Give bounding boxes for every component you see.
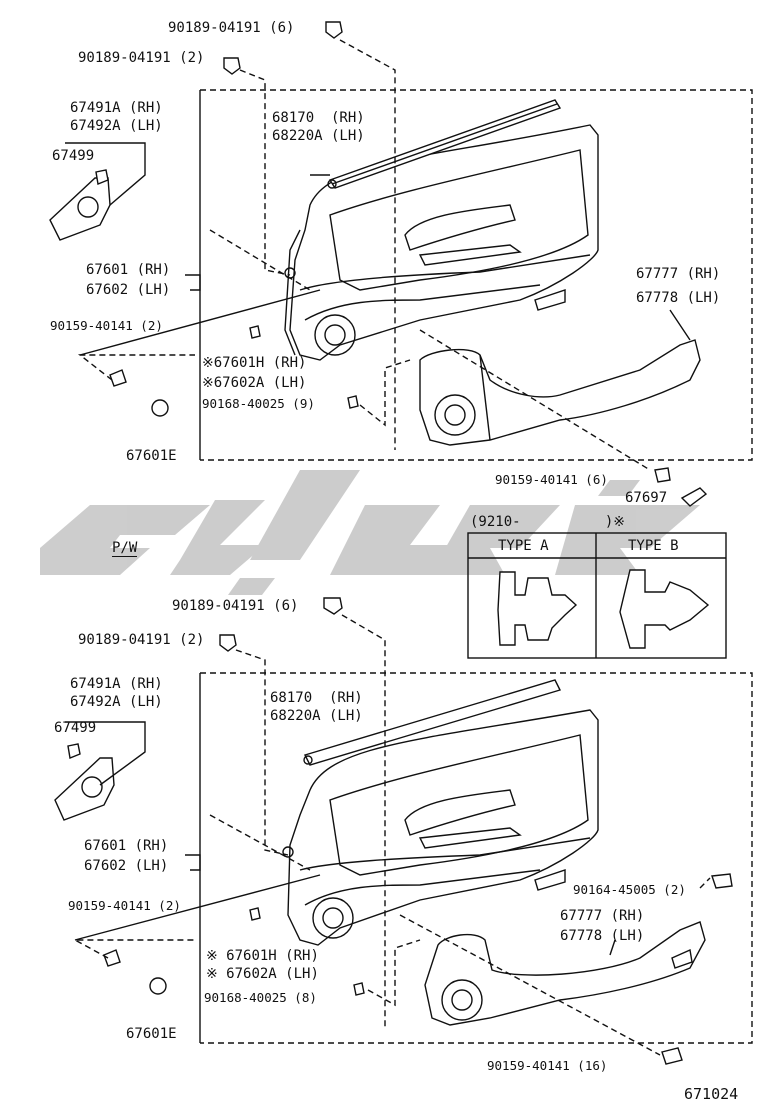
- clip-type-b-label: TYPE B: [628, 538, 679, 554]
- label-armrest-lh: 67778 (LH): [636, 290, 721, 306]
- label-panel-rh-lower: 67601 (RH): [84, 838, 169, 854]
- label-clip-8: 90168-40025 (8): [204, 990, 317, 1005]
- label-cover-lh: 67492A (LH): [70, 118, 163, 134]
- figure-number: 671024: [684, 1085, 739, 1103]
- label-armrest-lh-lower: 67778 (LH): [560, 928, 645, 944]
- label-armrest-rh: 67777 (RH): [636, 266, 721, 282]
- label-sub-lh-lower: ※ 67602A (LH): [206, 966, 319, 982]
- label-pad: 67601E: [126, 448, 177, 464]
- label-clip-9: 90168-40025 (9): [202, 396, 315, 411]
- label-sub-lh: ※67602A (LH): [202, 375, 307, 391]
- label-weatherstrip-lh-lower: 68220A (LH): [270, 708, 363, 724]
- label-cover-pin: 67499: [52, 148, 95, 164]
- label-weatherstrip-rh-lower: 68170 (RH): [270, 690, 363, 706]
- top-assembly: [49, 21, 753, 507]
- label-screw-16: 90159-40141 (16): [487, 1058, 608, 1073]
- label-panel-lh: 67602 (LH): [86, 282, 171, 298]
- label-weatherstrip-lh: 68220A (LH): [272, 128, 365, 144]
- clip-type-a-label: TYPE A: [498, 538, 549, 554]
- label-clip-6: 90189-04191 (6): [168, 20, 295, 36]
- label-screw-2-lower: 90159-40141 (2): [68, 898, 181, 913]
- label-clip-2-lower: 90189-04191 (2): [78, 632, 205, 648]
- label-pw: P/W: [112, 540, 138, 557]
- label-clip-2: 90189-04191 (2): [78, 50, 205, 66]
- bottom-assembly: [54, 597, 753, 1065]
- label-cover-lh-lower: 67492A (LH): [70, 694, 163, 710]
- label-pad-lower: 67601E: [126, 1026, 177, 1042]
- label-screw-6: 90159-40141 (6): [495, 472, 608, 487]
- label-armrest-rh-lower: 67777 (RH): [560, 908, 645, 924]
- label-cover-rh-lower: 67491A (RH): [70, 676, 163, 692]
- label-panel-lh-lower: 67602 (LH): [84, 858, 169, 874]
- label-cover-pin-lower: 67499: [54, 720, 97, 736]
- clip-type-box: [467, 532, 727, 659]
- label-sub-rh: ※67601H (RH): [202, 355, 307, 371]
- label-panel-rh: 67601 (RH): [86, 262, 171, 278]
- label-sub-rh-lower: ※ 67601H (RH): [206, 948, 319, 964]
- clip-box-header: (9210- )※: [470, 514, 626, 530]
- label-clip-6-lower: 90189-04191 (6): [172, 598, 299, 614]
- label-cover-rh: 67491A (RH): [70, 100, 163, 116]
- label-screw-2: 90159-40141 (2): [50, 318, 163, 333]
- label-bolt-2: 90164-45005 (2): [573, 882, 686, 897]
- label-weatherstrip-rh: 68170 (RH): [272, 110, 365, 126]
- label-plug: 67697: [625, 490, 668, 506]
